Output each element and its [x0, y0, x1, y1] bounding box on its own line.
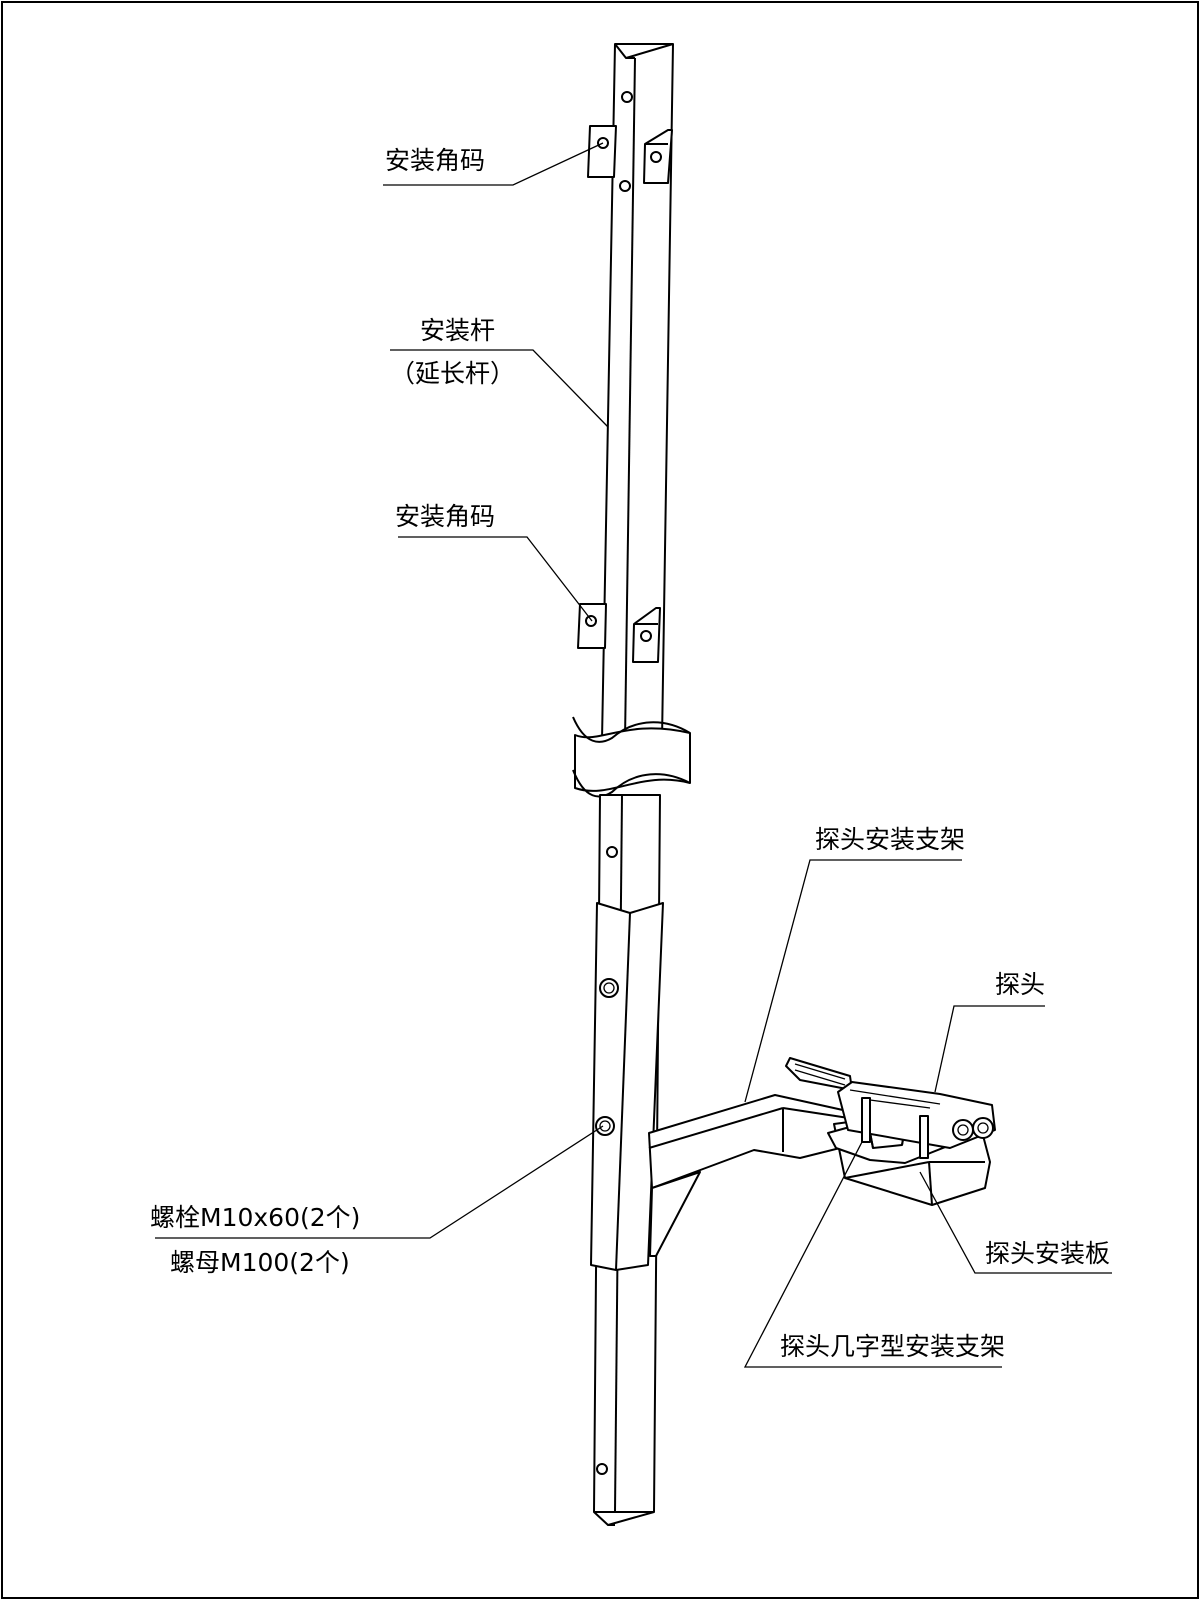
label-bracket-middle: 安装角码 [395, 502, 495, 531]
break-lines [572, 716, 691, 798]
upper-pole [601, 43, 674, 741]
label-omega-bracket: 探头几字型安装支架 [780, 1332, 1005, 1361]
pole-sleeve [590, 902, 664, 1271]
label-probe-plate: 探头安装板 [985, 1239, 1110, 1268]
label-bracket-top: 安装角码 [385, 146, 485, 175]
label-pole: 安装杆 [420, 316, 495, 345]
label-bolt: 螺栓M10x60(2个) [150, 1203, 360, 1232]
probe-mounting-arm [648, 1094, 893, 1257]
label-pole-note: （延长杆） [390, 359, 515, 388]
leader-lines [155, 142, 1112, 1368]
label-probe: 探头 [995, 970, 1045, 999]
probe-device [785, 1057, 996, 1159]
label-nut: 螺母M100(2个) [170, 1248, 350, 1277]
mounting-bracket-top [587, 125, 673, 184]
mounting-bracket-middle [577, 603, 661, 663]
label-probe-bracket: 探头安装支架 [815, 825, 965, 854]
